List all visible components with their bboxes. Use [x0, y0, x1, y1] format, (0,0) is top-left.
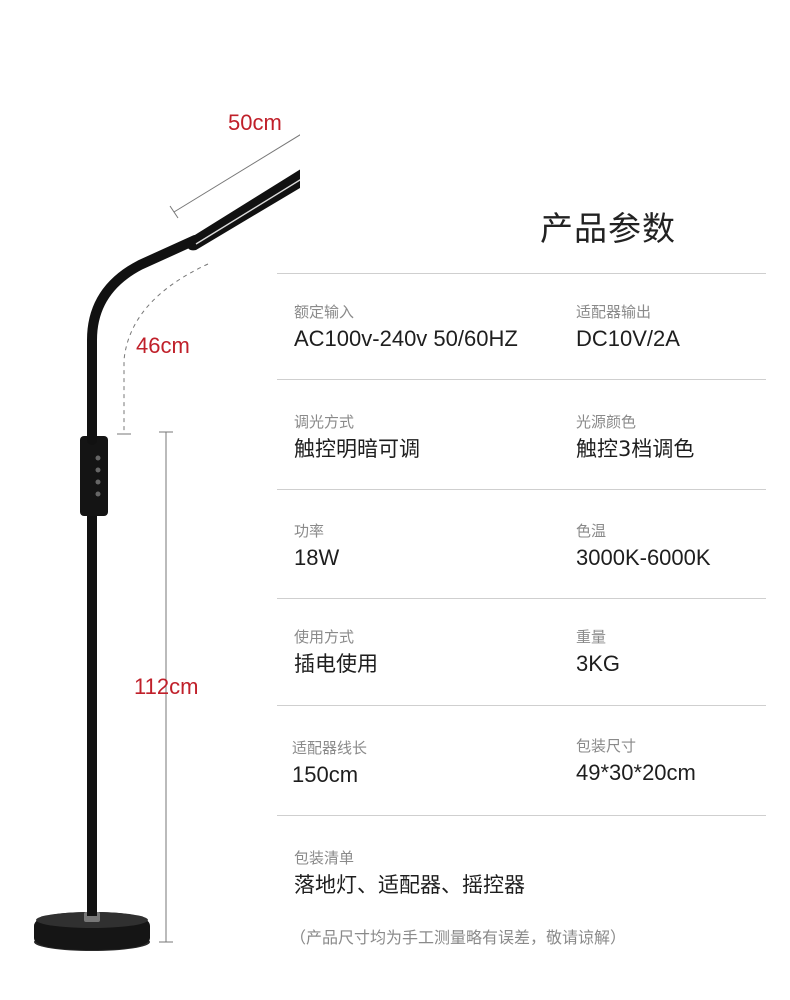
spec-label: 使用方式	[294, 628, 355, 646]
spec-value: 3000K-6000K	[576, 545, 711, 570]
divider	[277, 815, 766, 816]
spec-color-temperature: 色温 3000K-6000K	[576, 521, 711, 573]
spec-power: 功率 18W	[294, 521, 339, 573]
spec-rated-input: 额定输入 AC100v-240v 50/60HZ	[294, 302, 518, 354]
divider	[277, 598, 766, 599]
spec-weight: 重量 3KG	[576, 627, 620, 679]
touch-button-icon	[95, 455, 101, 461]
spec-label: 包装清单	[294, 849, 355, 867]
spec-value: 插电使用	[294, 652, 378, 676]
spec-package-list: 包装清单 落地灯、适配器、摇控器	[294, 848, 525, 900]
spec-value: AC100v-240v 50/60HZ	[294, 326, 518, 351]
page-title: 产品参数	[540, 209, 676, 248]
measurement-note: （产品尺寸均为手工测量略有误差，敬请谅解）	[290, 928, 627, 947]
spec-value: 触控明暗可调	[294, 437, 420, 461]
spec-value: 18W	[294, 545, 340, 570]
spec-light-color: 光源颜色 触控3档调色	[576, 412, 694, 464]
lamp-head	[186, 169, 300, 251]
arm-length-label: 50cm	[228, 110, 282, 135]
touch-button-icon	[95, 491, 101, 497]
lamp-head-light	[195, 179, 300, 245]
divider	[277, 489, 766, 490]
pole-height-label: 112cm	[134, 674, 199, 699]
touch-button-icon	[95, 479, 101, 485]
control-panel	[80, 436, 108, 516]
floor-lamp-illustration	[34, 134, 300, 951]
spec-value: 3KG	[576, 651, 621, 676]
spec-value: 49*30*20cm	[576, 760, 696, 785]
spec-label: 光源颜色	[576, 413, 637, 431]
spec-label: 适配器线长	[292, 739, 368, 757]
touch-button-icon	[95, 467, 101, 473]
spec-value: 150cm	[292, 762, 359, 787]
lamp-gooseneck	[87, 235, 200, 445]
divider	[277, 379, 766, 380]
spec-label: 额定输入	[294, 303, 355, 321]
spec-package-size: 包装尺寸 49*30*20cm	[576, 736, 696, 788]
divider	[277, 705, 766, 706]
spec-label: 功率	[294, 522, 325, 540]
neck-height-label: 46cm	[136, 333, 190, 358]
spec-usage: 使用方式 插电使用	[294, 627, 378, 679]
spec-label: 色温	[576, 522, 607, 540]
spec-value: 落地灯、适配器、摇控器	[294, 873, 525, 897]
spec-value: DC10V/2A	[576, 326, 680, 351]
spec-label: 调光方式	[294, 413, 355, 431]
spec-value: 触控3档调色	[576, 437, 695, 461]
spec-adapter-cable: 适配器线长 150cm	[292, 738, 367, 790]
lamp-pole	[87, 512, 97, 916]
dimension-line-arm	[173, 134, 300, 213]
spec-adapter-output: 适配器输出 DC10V/2A	[576, 302, 680, 354]
dimension-line-neck	[123, 263, 209, 432]
spec-dimming: 调光方式 触控明暗可调	[294, 412, 420, 464]
spec-label: 适配器输出	[576, 303, 652, 321]
divider	[277, 273, 766, 274]
spec-label: 重量	[576, 628, 607, 646]
spec-label: 包装尺寸	[576, 737, 637, 755]
dimension-tick	[169, 205, 179, 219]
